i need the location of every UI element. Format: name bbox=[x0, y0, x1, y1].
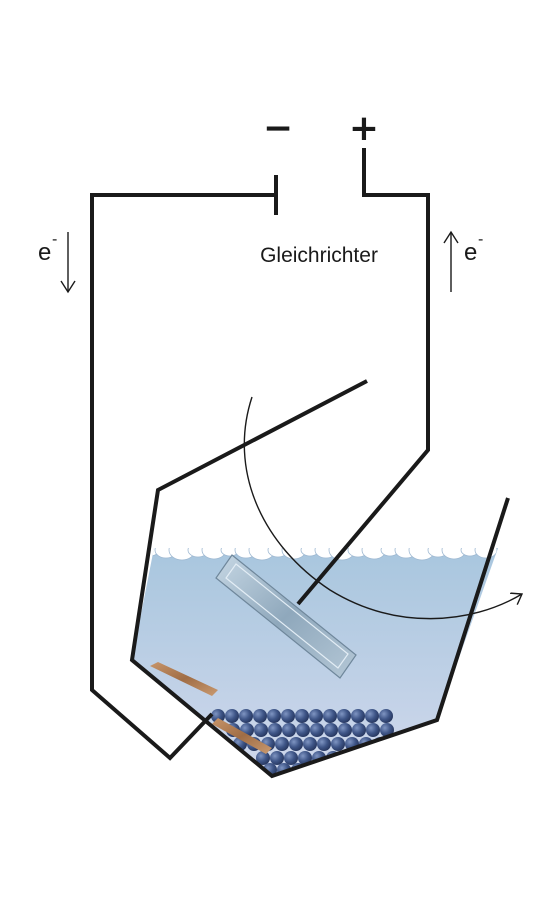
electron-flow-right: e - bbox=[443, 230, 483, 292]
anode-ball bbox=[351, 709, 365, 723]
anode-ball bbox=[380, 723, 394, 737]
anode-ball bbox=[284, 751, 298, 765]
anode-ball bbox=[331, 737, 345, 751]
anode-ball bbox=[282, 723, 296, 737]
anode-ball bbox=[270, 751, 284, 765]
surface-foam bbox=[140, 548, 498, 561]
electron-right-label: e bbox=[464, 239, 477, 266]
anode-ball bbox=[310, 723, 324, 737]
anode-ball bbox=[275, 737, 289, 751]
anode-ball bbox=[323, 709, 337, 723]
positive-shaft bbox=[296, 148, 430, 606]
anode-ball bbox=[309, 709, 323, 723]
rotation-arrow bbox=[243, 396, 522, 620]
negative-wire bbox=[90, 175, 278, 761]
cathode-plate bbox=[150, 662, 272, 754]
anode-ball bbox=[379, 709, 393, 723]
workpiece-bar bbox=[215, 554, 357, 679]
electron-flow-left: e - bbox=[38, 231, 76, 294]
anode-ball bbox=[337, 709, 351, 723]
minus-sign: − bbox=[263, 108, 293, 149]
anode-ball bbox=[256, 751, 270, 765]
anode-ball bbox=[352, 723, 366, 737]
electron-left-superscript: - bbox=[52, 231, 57, 248]
anode-ball bbox=[267, 709, 281, 723]
anode-ball bbox=[296, 723, 310, 737]
anode-ball bbox=[239, 709, 253, 723]
anode-ball bbox=[268, 723, 282, 737]
anode-ball bbox=[289, 737, 303, 751]
electron-right-superscript: - bbox=[478, 231, 483, 248]
anode-ball bbox=[324, 723, 338, 737]
anode-ball bbox=[281, 709, 295, 723]
anode-ball bbox=[365, 709, 379, 723]
anode-ball bbox=[317, 737, 331, 751]
anode-ball bbox=[298, 751, 312, 765]
anode-ball bbox=[303, 737, 317, 751]
anode-ball bbox=[338, 723, 352, 737]
electron-left-label: e bbox=[38, 239, 51, 266]
plus-sign: + bbox=[349, 108, 379, 149]
rectifier-label: Gleichrichter bbox=[260, 244, 378, 267]
tank-outline bbox=[129, 379, 510, 779]
anode-ball bbox=[366, 723, 380, 737]
anode-ball bbox=[253, 709, 267, 723]
anode-ball bbox=[295, 709, 309, 723]
anode-ball bbox=[254, 723, 268, 737]
anode-ball bbox=[211, 709, 225, 723]
anode-ball bbox=[225, 709, 239, 723]
